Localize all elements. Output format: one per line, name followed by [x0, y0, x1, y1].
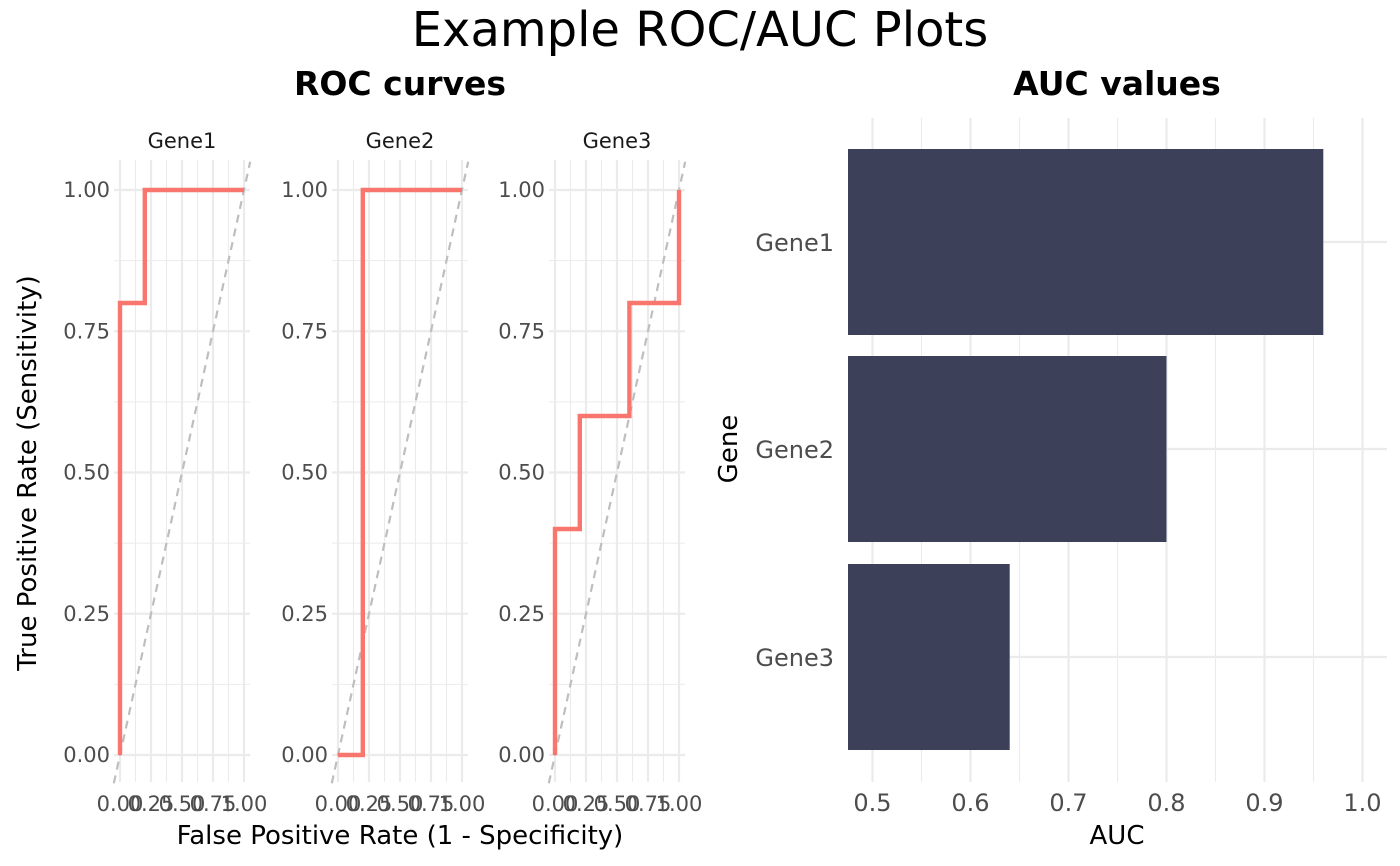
x-tick-label: 0.7 [1049, 789, 1087, 817]
y-tick-label: 1.00 [63, 178, 110, 202]
y-tick-label: 0.25 [63, 602, 110, 626]
y-tick-label: 0.50 [281, 461, 328, 485]
auc-x-axis-label: AUC [1090, 821, 1145, 851]
y-tick-label: 0.00 [498, 743, 545, 767]
x-tick-label: 0.25 [563, 792, 610, 816]
y-category-label: Gene3 [755, 644, 834, 672]
y-tick-label: 0.50 [498, 461, 545, 485]
y-category-label: Gene2 [755, 436, 834, 464]
y-tick-label: 0.25 [498, 602, 545, 626]
auc-bar-gene1 [848, 149, 1324, 335]
auc-panel-title: AUC values [1013, 64, 1221, 103]
roc-facet-gene2: Gene20.000.250.500.751.000.000.250.500.7… [281, 129, 485, 816]
x-tick-label: 0.00 [532, 792, 579, 816]
y-tick-label: 0.75 [63, 319, 110, 343]
figure-title: Example ROC/AUC Plots [412, 2, 989, 58]
roc-x-axis-label: False Positive Rate (1 - Specificity) [177, 821, 624, 851]
x-tick-label: 1.00 [656, 792, 703, 816]
roc-y-axis-label: True Positive Rate (Sensitivity) [13, 275, 43, 672]
y-tick-label: 0.75 [281, 319, 328, 343]
y-category-label: Gene1 [755, 229, 834, 257]
y-tick-label: 1.00 [498, 178, 545, 202]
auc-bar-gene3 [848, 564, 1010, 750]
facet-strip-label: Gene2 [366, 129, 435, 153]
auc-bar-gene2 [848, 356, 1167, 542]
x-tick-label: 0.8 [1147, 789, 1185, 817]
x-tick-label: 0.25 [346, 792, 393, 816]
roc-chart: Gene10.000.250.500.751.000.000.250.500.7… [63, 129, 702, 816]
x-tick-label: 0.5 [853, 789, 891, 817]
y-tick-label: 0.75 [498, 319, 545, 343]
roc-facet-gene1: Gene10.000.250.500.751.000.000.250.500.7… [63, 129, 267, 816]
x-tick-label: 1.00 [439, 792, 486, 816]
auc-y-axis-label: Gene [714, 415, 744, 484]
facet-strip-label: Gene3 [583, 129, 652, 153]
x-tick-label: 0.75 [625, 792, 672, 816]
y-tick-label: 0.50 [63, 461, 110, 485]
x-tick-label: 0.50 [377, 792, 424, 816]
roc-curve-gene1 [117, 187, 244, 755]
roc-facet-gene3: Gene30.000.250.500.751.000.000.250.500.7… [498, 129, 702, 816]
roc-panel-title: ROC curves [294, 64, 506, 103]
x-tick-label: 0.6 [951, 789, 989, 817]
x-tick-label: 0.00 [97, 792, 144, 816]
x-tick-label: 0.9 [1245, 789, 1283, 817]
x-tick-label: 0.50 [594, 792, 641, 816]
y-tick-label: 0.00 [281, 743, 328, 767]
y-tick-label: 0.25 [281, 602, 328, 626]
x-tick-label: 0.75 [408, 792, 455, 816]
roc-curve-gene3 [552, 190, 682, 755]
y-tick-label: 0.00 [63, 743, 110, 767]
x-tick-label: 0.50 [159, 792, 206, 816]
x-tick-label: 0.00 [315, 792, 362, 816]
x-tick-label: 1.00 [221, 792, 268, 816]
roc-curve-gene2 [338, 187, 462, 758]
facet-strip-label: Gene1 [148, 129, 217, 153]
x-tick-label: 0.25 [128, 792, 175, 816]
x-tick-label: 1.0 [1343, 789, 1381, 817]
x-tick-label: 0.75 [190, 792, 237, 816]
y-tick-label: 1.00 [281, 178, 328, 202]
